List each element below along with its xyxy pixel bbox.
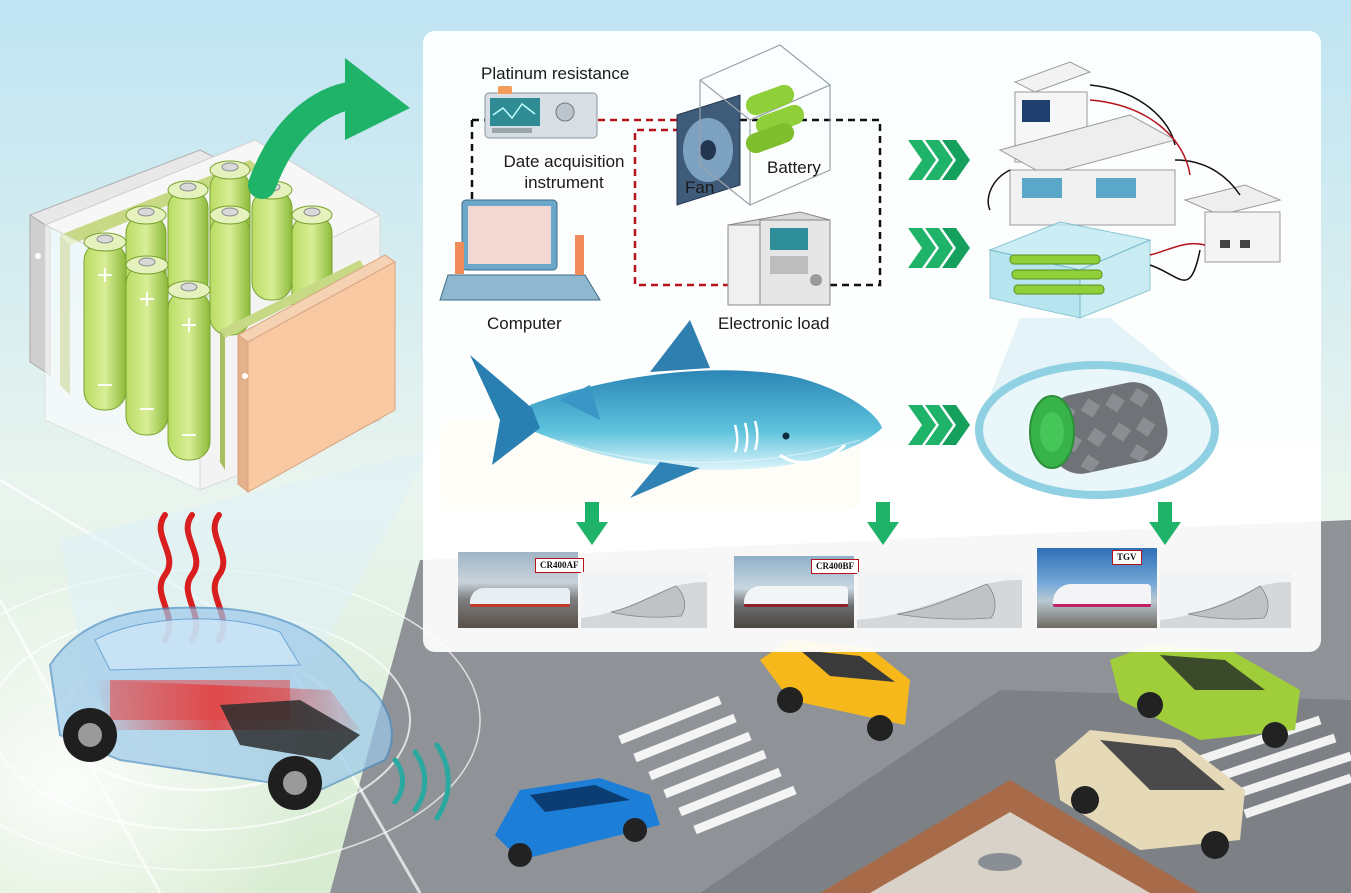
curved-arrow-head-icon [345, 58, 410, 140]
train-body [1053, 584, 1151, 607]
label-data-acquisition-instrument: Date acquisition instrument [492, 151, 636, 193]
svg-text:−: − [138, 397, 156, 422]
battery-box-icon [698, 44, 832, 206]
train-tag-cr400af: CR400AF [535, 558, 584, 573]
down-arrows-icon [576, 502, 1181, 545]
street-cars [495, 640, 1300, 867]
electronic-load-icon [727, 211, 831, 306]
label-daq-line-1: Date acquisition [503, 152, 625, 171]
nose-profile-icon [857, 580, 1022, 628]
label-electronic-load: Electronic load [718, 314, 830, 333]
train-tag-cr400bf: CR400BF [811, 559, 859, 574]
svg-text:+: + [138, 287, 156, 312]
label-battery: Battery [767, 158, 821, 177]
signal-arcs-icon [392, 742, 451, 821]
train-photo-tgv [1037, 548, 1157, 628]
battery-cells-small-icon [745, 84, 805, 154]
train-body [744, 586, 848, 607]
battery-pack-illustration: + − + − + − [28, 139, 396, 494]
nose-profile-icon [581, 582, 707, 628]
svg-text:−: − [180, 423, 198, 448]
fan-icon [676, 94, 741, 206]
svg-text:−: − [96, 373, 114, 398]
svg-text:+: + [180, 313, 198, 338]
electric-car-illustration [48, 606, 393, 810]
chevron-arrows-icon [908, 140, 970, 445]
svg-text:+: + [96, 263, 114, 288]
train-tag-tgv: TGV [1112, 550, 1142, 565]
label-fan: Fan [685, 178, 715, 197]
data-acquisition-instrument-icon [484, 86, 598, 139]
nose-render-cr400bf [857, 572, 1022, 628]
train-photo-cr400bf [734, 556, 854, 628]
test-rig-illustration [987, 61, 1282, 319]
nose-render-cr400af [581, 572, 707, 628]
label-platinum-resistance: Platinum resistance [481, 64, 630, 83]
computer-icon [439, 199, 601, 301]
nose-profile-icon [1160, 582, 1291, 628]
train-body [470, 588, 570, 607]
shark-illustration [470, 320, 882, 498]
nose-render-tgv [1160, 572, 1291, 628]
textured-cell-icon [975, 361, 1219, 499]
label-computer: Computer [487, 314, 562, 333]
label-daq-line-2: instrument [524, 173, 604, 192]
